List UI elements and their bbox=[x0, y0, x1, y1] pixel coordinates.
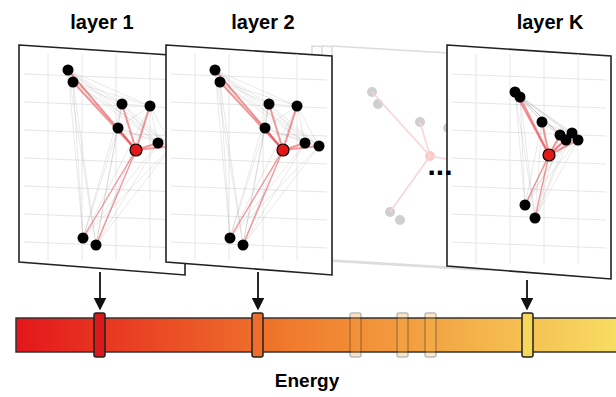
layer-panel: layer K bbox=[446, 8, 612, 284]
layer-heading: layer 1 bbox=[70, 10, 133, 34]
layer-panel: layer 1 bbox=[18, 8, 186, 280]
layer-panel: layer 2 bbox=[165, 8, 333, 280]
pointer-arrows bbox=[100, 272, 527, 308]
layer-heading: layer K bbox=[517, 10, 584, 34]
layer-heading: layer 2 bbox=[231, 10, 294, 34]
ellipsis-label: ... bbox=[427, 148, 452, 182]
energy-markers bbox=[94, 313, 533, 357]
axis-label: Energy bbox=[275, 370, 339, 392]
panel-graph bbox=[18, 44, 186, 276]
panel-graph bbox=[165, 44, 333, 276]
panel-graph bbox=[446, 44, 612, 280]
